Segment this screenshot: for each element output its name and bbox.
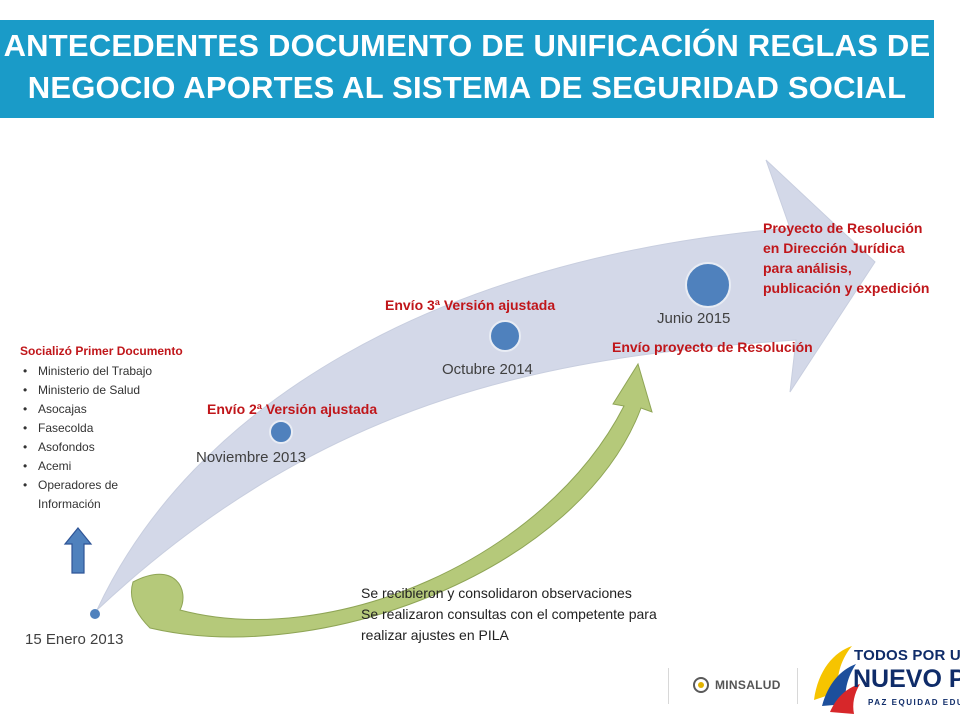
milestone-date-nov-2013: Noviembre 2013 (196, 449, 307, 466)
title-line-1: ANTECEDENTES DOCUMENTO DE UNIFICACIÓN RE… (3, 28, 931, 63)
proyecto-line: publicación y expedición (763, 280, 930, 296)
socializo-list: Ministerio del Trabajo Ministerio de Sal… (20, 362, 152, 514)
milestone-label-nov-2013: Envío 2ª Versión ajustada (207, 401, 378, 417)
tpnp-line-2: NUEVO PAÍS (853, 665, 960, 693)
title-line-2: NEGOCIO APORTES AL SISTEMA DE SEGURIDAD … (27, 70, 907, 105)
milestone-dot-nov-2013 (269, 420, 293, 444)
proyecto-line: en Dirección Jurídica (763, 240, 905, 256)
proyecto-line: para análisis, (763, 260, 852, 276)
note-line: Se realizaron consultas con el competent… (361, 606, 657, 622)
todos-por-un-nuevo-pais-logo: TODOS POR UN NUEVO PAÍS PAZ EQUIDAD EDUC… (808, 640, 960, 720)
note-line: realizar ajustes en PILA (361, 627, 509, 643)
tpnp-line-3: PAZ EQUIDAD EDUCACIÓN (868, 698, 960, 707)
list-item-continuation: Información (38, 497, 101, 511)
title-banner: ANTECEDENTES DOCUMENTO DE UNIFICACIÓN RE… (0, 20, 934, 118)
socializo-title: Socializó Primer Documento (20, 344, 183, 358)
milestone-dot-jun-2015 (685, 262, 731, 308)
milestone-date-jun-2015: Junio 2015 (657, 310, 731, 327)
minsalud-logo-text: MINSALUD (715, 678, 781, 692)
list-item: Fasecolda (20, 419, 152, 438)
list-item: Ministerio del Trabajo (20, 362, 152, 381)
tpnp-line-1: TODOS POR UN (854, 647, 960, 664)
list-item: Asofondos (20, 438, 152, 457)
list-item: Acemi (20, 457, 152, 476)
milestone-date-jan-2013: 15 Enero 2013 (25, 631, 124, 648)
note-line: Se recibieron y consolidaron observacion… (361, 585, 632, 601)
milestone-label-oct-2014: Envío 3ª Versión ajustada (385, 297, 556, 313)
list-item: Operadores de (20, 476, 152, 495)
milestone-label-jun-2015: Envío proyecto de Resolución (612, 339, 813, 355)
minsalud-logo: MINSALUD (668, 668, 798, 704)
observations-notes: Se recibieron y consolidaron observacion… (361, 583, 657, 646)
curved-feedback-arrow-icon (131, 362, 653, 638)
timeline-growth-arrow (96, 159, 876, 611)
list-item: Ministerio de Salud (20, 381, 152, 400)
up-arrow-icon (63, 527, 93, 574)
milestone-dot-oct-2014 (489, 320, 521, 352)
list-item: Asocajas (20, 400, 152, 419)
proyecto-resolucion-text: Proyecto de Resolución en Dirección Jurí… (763, 218, 929, 298)
milestone-date-oct-2014: Octubre 2014 (442, 361, 533, 378)
flag-swoosh-icon (814, 646, 860, 714)
milestone-dot-jan-2013 (90, 609, 100, 619)
colombia-seal-icon (693, 677, 709, 693)
proyecto-line: Proyecto de Resolución (763, 220, 923, 236)
